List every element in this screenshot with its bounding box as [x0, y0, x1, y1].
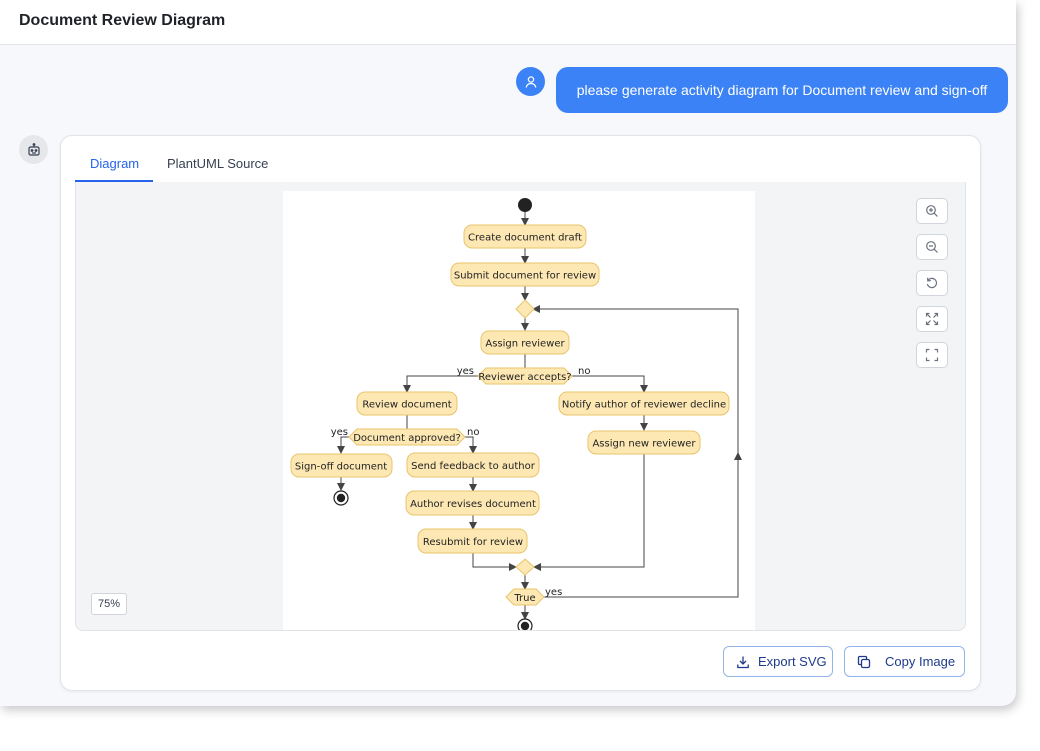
label-no-accepts: no [578, 366, 590, 377]
fullscreen-icon [925, 348, 939, 362]
fit-to-screen-button[interactable] [916, 306, 948, 332]
action-notify-decline-text: Notify author of reviewer decline [562, 400, 726, 411]
action-review-document: Review document [356, 391, 458, 416]
assistant-response-card: Diagram PlantUML Source [60, 135, 981, 691]
export-svg-label: Export SVG [758, 654, 827, 669]
fullscreen-button[interactable] [916, 342, 948, 368]
tab-plantuml-source[interactable]: PlantUML Source [167, 156, 269, 171]
reset-zoom-button[interactable] [916, 270, 948, 296]
decision-reviewer-accepts-text: Reviewer accepts? [478, 372, 571, 383]
copy-image-button[interactable]: Copy Image [844, 646, 965, 677]
action-send-feedback-text: Send feedback to author [411, 461, 536, 472]
merge-node-bottom [515, 558, 535, 576]
view-tabs: Diagram PlantUML Source [75, 136, 965, 183]
fit-icon [925, 312, 939, 326]
action-submit-text: Submit document for review [454, 271, 596, 282]
action-assign-new-reviewer: Assign new reviewer [587, 430, 701, 455]
action-create-draft: Create document draft [463, 224, 587, 249]
export-svg-button[interactable]: Export SVG [723, 646, 833, 677]
page-title: Document Review Diagram [19, 12, 226, 29]
action-assign-reviewer-text: Assign reviewer [485, 339, 565, 350]
start-node [518, 198, 532, 212]
action-author-revises-text: Author revises document [410, 499, 536, 510]
action-submit: Submit document for review [450, 262, 600, 287]
copy-icon [857, 655, 871, 668]
reset-icon [926, 277, 938, 289]
decision-document-approved-text: Document approved? [353, 433, 461, 444]
action-signoff-text: Sign-off document [295, 462, 387, 473]
app-header: Document Review Diagram [0, 0, 1016, 45]
download-icon [737, 656, 749, 668]
zoom-in-button[interactable] [916, 198, 948, 224]
activity-diagram: Create document draft Submit document fo… [283, 191, 755, 630]
action-assign-new-reviewer-text: Assign new reviewer [592, 439, 696, 450]
user-message: please generate activity diagram for Doc… [556, 67, 1008, 113]
robot-icon [27, 142, 40, 156]
label-no-approved: no [467, 427, 479, 438]
end-node-signoff [333, 490, 349, 506]
tab-diagram[interactable]: Diagram [90, 156, 140, 171]
action-resubmit: Resubmit for review [417, 528, 528, 554]
action-signoff: Sign-off document [290, 453, 393, 478]
decision-document-approved: Document approved? [348, 428, 466, 446]
label-yes-loop: yes [545, 587, 562, 598]
zoom-level-indicator: 75% [91, 593, 127, 615]
assistant-avatar [19, 135, 48, 164]
decision-loop-true: True [505, 588, 545, 606]
merge-node-top [515, 299, 535, 319]
zoom-out-icon [926, 241, 938, 253]
zoom-in-icon [926, 205, 938, 217]
copy-image-label: Copy Image [885, 654, 956, 669]
action-create-draft-text: Create document draft [468, 233, 582, 244]
label-yes-accepts: yes [457, 366, 474, 377]
active-tab-indicator [75, 180, 153, 182]
action-review-document-text: Review document [362, 400, 451, 411]
diagram-viewer[interactable]: Create document draft Submit document fo… [75, 182, 966, 631]
action-notify-decline: Notify author of reviewer decline [558, 391, 730, 416]
action-send-feedback: Send feedback to author [406, 452, 540, 478]
activity-diagram-svg: Create document draft Submit document fo… [290, 198, 742, 630]
action-resubmit-text: Resubmit for review [423, 537, 523, 548]
action-author-revises: Author revises document [405, 490, 540, 516]
decision-reviewer-accepts: Reviewer accepts? [477, 367, 573, 385]
decision-loop-true-text: True [513, 593, 535, 604]
zoom-out-button[interactable] [916, 234, 948, 260]
user-avatar [516, 67, 545, 96]
user-icon [525, 75, 536, 88]
connectors [337, 212, 742, 620]
app-window: Document Review Diagram please generate … [0, 0, 1016, 691]
action-assign-reviewer: Assign reviewer [480, 330, 570, 355]
label-yes-approved: yes [331, 427, 348, 438]
end-node-final [517, 618, 533, 630]
